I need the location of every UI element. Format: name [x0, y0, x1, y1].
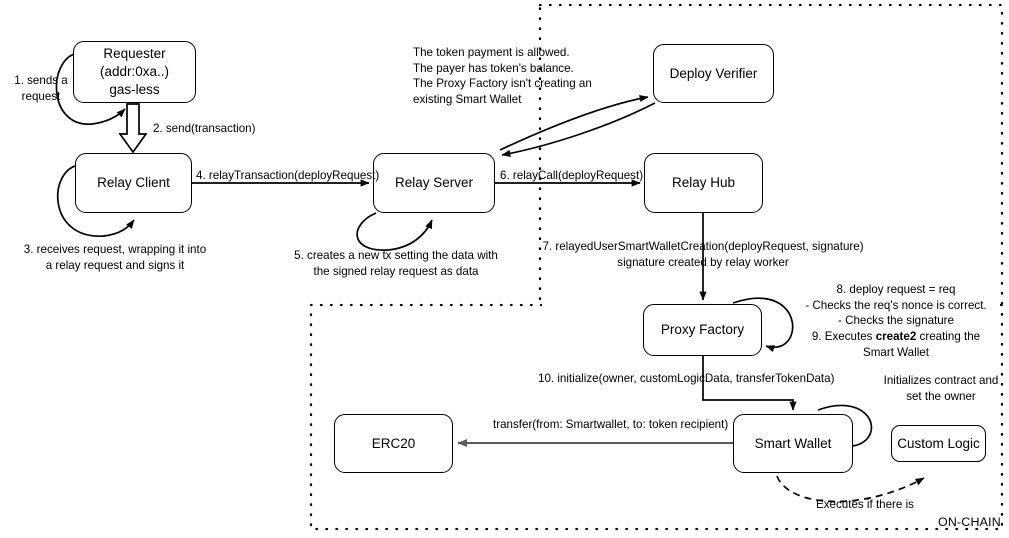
edge-deploy-verifier-to-relay-server: [501, 102, 656, 157]
node-relay-hub-label: Relay Hub: [671, 175, 736, 191]
label-step-8-9-pre: 8. deploy request = req - Checks the req…: [805, 283, 987, 343]
edge-send-transaction: [118, 103, 148, 154]
edge-relay-server-to-deploy-verifier: [499, 94, 649, 151]
node-requester-line-2: (addr:0xa..): [99, 64, 170, 80]
label-on-chain: ON-CHAIN: [938, 515, 1001, 529]
label-step-2: 2. send(transaction): [153, 122, 256, 135]
node-relay-client-label: Relay Client: [97, 175, 170, 191]
label-step-7: 7. relayedUserSmartWalletCreation(deploy…: [542, 240, 864, 269]
node-requester-line-1: Requester: [103, 46, 166, 62]
edge-proxy-factory-self-loop: [732, 297, 794, 353]
label-step-1: 1. sends a request: [14, 74, 68, 103]
node-relay-hub[interactable]: Relay Hub: [644, 153, 763, 213]
label-step-9-create2: create2: [875, 329, 917, 343]
label-step-6: 6. relayCall(deployRequest): [500, 169, 644, 182]
node-custom-logic-label: Custom Logic: [897, 435, 980, 451]
label-step-8-9: 8. deploy request = req - Checks the req…: [790, 282, 1002, 360]
node-erc20[interactable]: ERC20: [334, 414, 453, 473]
node-erc20-label: ERC20: [371, 435, 416, 451]
node-smart-wallet-label: Smart Wallet: [754, 435, 832, 451]
label-step-4: 4. relayTransaction(deployRequest): [196, 169, 380, 182]
label-executes-if-there-is: Executes if there is: [816, 498, 914, 511]
label-transfer: transfer(from: Smartwallet, to: token re…: [493, 418, 729, 431]
node-proxy-factory[interactable]: Proxy Factory: [643, 304, 762, 356]
node-requester-line-3: gas-less: [109, 81, 160, 97]
edge-executes-if-there-is: [776, 475, 925, 503]
label-initializes-contract: Initializes contract and set the owner: [883, 374, 999, 403]
label-deploy-verifier-checks: The token payment is allowed. The payer …: [413, 46, 592, 106]
node-relay-client[interactable]: Relay Client: [75, 153, 192, 213]
node-relay-server-label: Relay Server: [394, 175, 474, 191]
label-step-10: 10. initialize(owner, customLogicData, t…: [538, 372, 835, 385]
node-custom-logic[interactable]: Custom Logic: [891, 425, 986, 462]
node-deploy-verifier-label: Deploy Verifier: [669, 65, 758, 81]
label-step-8-9-post: creating the Smart Wallet: [863, 329, 981, 359]
node-proxy-factory-label: Proxy Factory: [660, 322, 745, 338]
edge-requester-self-loop: [55, 52, 126, 125]
edge-relay-server-self-loop: [356, 212, 433, 251]
node-requester[interactable]: Requester (addr:0xa..) gas-less: [73, 41, 196, 103]
label-step-3: 3. receives request, wrapping it into a …: [23, 243, 207, 272]
node-relay-server[interactable]: Relay Server: [373, 153, 495, 213]
node-smart-wallet[interactable]: Smart Wallet: [733, 414, 853, 473]
edge-relay-client-self-loop: [56, 164, 135, 237]
edge-initialize: [702, 356, 797, 411]
label-step-5: 5. creates a new tx setting the data wit…: [294, 249, 498, 278]
node-deploy-verifier[interactable]: Deploy Verifier: [653, 44, 774, 103]
